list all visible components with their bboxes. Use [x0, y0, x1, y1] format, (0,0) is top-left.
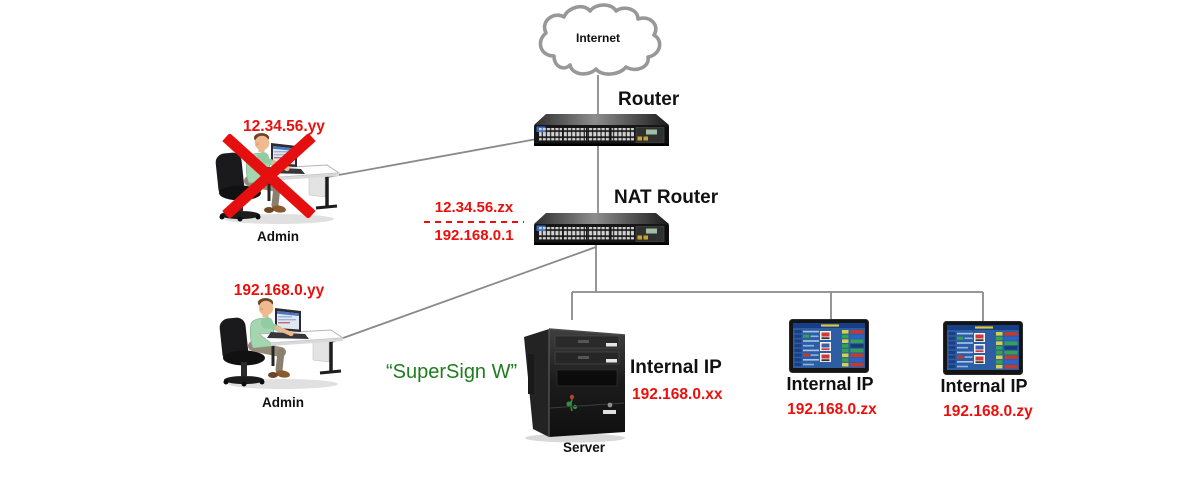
signage-display-1 — [789, 319, 869, 373]
blocked-admin-ip: 12.34.56.yy — [243, 118, 325, 135]
server-ip-heading: Internal IP — [630, 357, 722, 378]
server-software-label: “SuperSign W” — [386, 361, 518, 383]
display-1-ip: 192.168.0.zx — [787, 401, 877, 418]
router-device — [534, 113, 669, 147]
server-label: Server — [562, 440, 606, 455]
nat-router-device — [534, 212, 669, 246]
blocked-admin-label: Admin — [257, 229, 299, 244]
admin-ip: 192.168.0.yy — [233, 282, 325, 299]
display-2-ip: 192.168.0.zy — [943, 403, 1033, 420]
router-label: Router — [618, 89, 680, 110]
signage-display-2 — [943, 321, 1023, 375]
nat-private-ip: 192.168.0.1 — [434, 227, 514, 244]
nat-router-label: NAT Router — [614, 187, 719, 208]
display-1-ip-heading: Internal IP — [786, 374, 874, 394]
blocked-cross-icon — [222, 134, 316, 218]
admin-workstation — [217, 296, 349, 390]
nat-ip-divider — [424, 221, 524, 223]
display-2-ip-heading: Internal IP — [940, 376, 1028, 396]
nat-public-ip: 12.34.56.zx — [434, 199, 514, 216]
server-tower — [520, 314, 628, 444]
nat-ip-block: 12.34.56.zx 192.168.0.1 — [414, 199, 534, 244]
server-ip: 192.168.0.xx — [632, 386, 723, 403]
internet-label: Internet — [575, 31, 620, 45]
admin-label: Admin — [262, 395, 304, 410]
